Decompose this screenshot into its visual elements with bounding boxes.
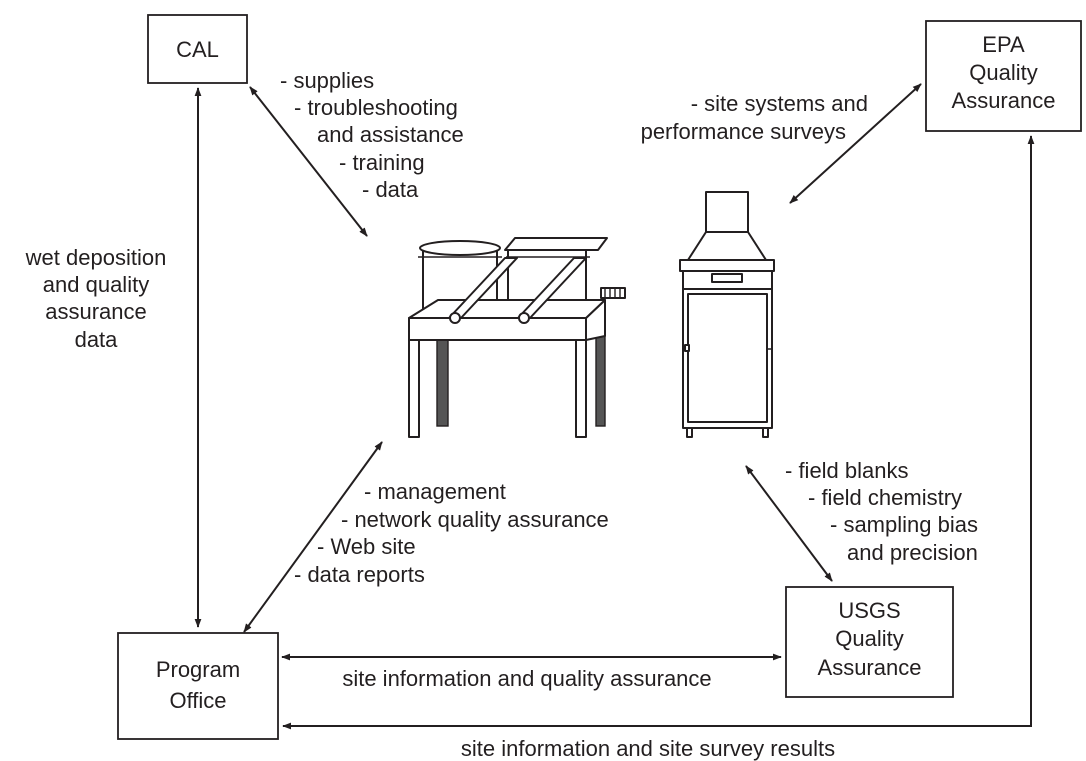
program-office-equipment-label-line3: - Web site: [317, 534, 416, 559]
usgs-label-line2: Quality: [835, 626, 903, 651]
usgs-equipment-label-line2: - field chemistry: [808, 485, 962, 510]
usgs-equipment-label-line1: - field blanks: [785, 458, 909, 483]
cal-equipment-label-line4: - training: [339, 150, 425, 175]
program-office-equipment-label-line4: - data reports: [294, 562, 425, 587]
program-office-label-line2: Office: [169, 688, 226, 713]
usgs-label-line1: USGS: [838, 598, 900, 623]
usgs-equipment-label-line3: - sampling bias: [830, 512, 978, 537]
cal-program-office-label-line4: data: [75, 327, 119, 352]
epa-node: EPA Quality Assurance: [925, 20, 1082, 132]
cal-program-office-label-line1: wet deposition: [25, 245, 167, 270]
epa-label-line3: Assurance: [952, 88, 1056, 113]
cal-equipment-label-line3: and assistance: [317, 122, 464, 147]
epa-equipment-label-line2: performance surveys: [641, 119, 846, 144]
program-office-usgs-label: site information and quality assurance: [342, 666, 711, 691]
cal-equipment-label: - supplies - troubleshooting and assista…: [280, 68, 464, 202]
usgs-equipment-label-line4: and precision: [847, 540, 978, 565]
usgs-node: USGS Quality Assurance: [785, 586, 954, 698]
program-office-equipment-label-line2: - network quality assurance: [341, 507, 609, 532]
program-office-equipment-label: - management - network quality assurance…: [294, 479, 609, 587]
cal-program-office-label-line2: and quality: [43, 272, 149, 297]
cal-equipment-label-line5: - data: [362, 177, 419, 202]
precipitation-collector-illustration: [408, 237, 626, 438]
cal-program-office-label-line3: assurance: [45, 299, 147, 324]
epa-program-office-label: site information and site survey results: [461, 736, 835, 761]
cal-label: CAL: [176, 37, 219, 62]
epa-equipment-label-line1: - site systems and: [691, 91, 868, 116]
program-office-box: [117, 632, 279, 740]
epa-label-line2: Quality: [969, 60, 1037, 85]
cal-box: [147, 14, 248, 84]
cal-equipment-label-line1: - supplies: [280, 68, 374, 93]
epa-program-office-arrow: [282, 135, 1035, 730]
program-office-equipment-label-line1: - management: [364, 479, 506, 504]
program-office-node: Program Office: [117, 632, 279, 740]
usgs-equipment-label: - field blanks - field chemistry - sampl…: [785, 458, 978, 565]
usgs-label-line3: Assurance: [818, 655, 922, 680]
cal-program-office-label: wet deposition and quality assurance dat…: [25, 245, 167, 352]
epa-equipment-label: - site systems and performance surveys: [641, 91, 868, 144]
program-office-label-line1: Program: [156, 657, 240, 682]
usgs-equipment-arrow: [745, 465, 833, 582]
epa-label-line1: EPA: [982, 32, 1025, 57]
cal-node: CAL: [147, 14, 248, 84]
cal-equipment-label-line2: - troubleshooting: [294, 95, 458, 120]
epa-box: [925, 20, 1082, 132]
rain-gauge-illustration: [679, 191, 775, 438]
